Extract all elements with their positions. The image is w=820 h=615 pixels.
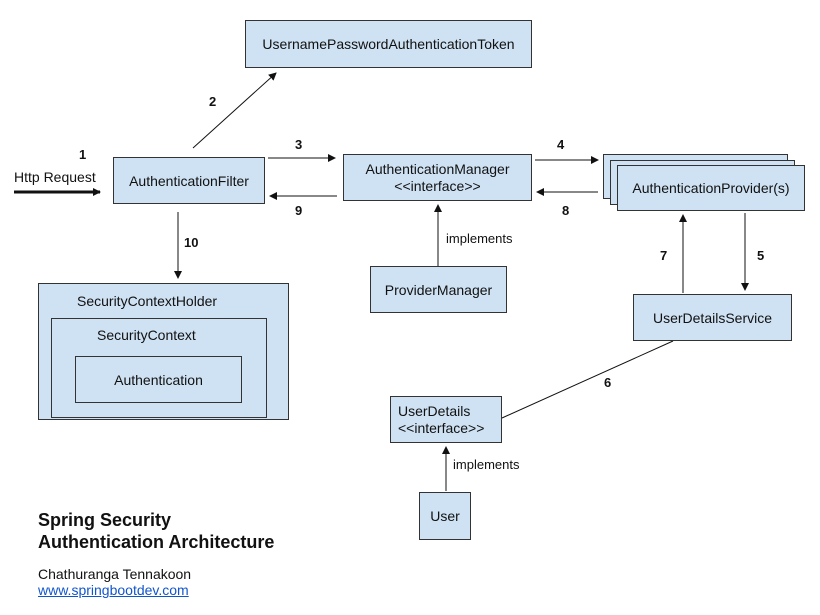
manager-stereotype: <<interface>>: [394, 177, 481, 194]
step-9: 9: [295, 203, 303, 218]
step-8: 8: [562, 203, 570, 218]
step-1: 1: [79, 147, 87, 162]
implements-label-user: implements: [453, 457, 520, 472]
step-10: 10: [184, 235, 199, 250]
authentication-label: Authentication: [114, 371, 203, 388]
title-line-2: Authentication Architecture: [38, 532, 275, 552]
diagram-title: Spring Security Authentication Architect…: [38, 509, 274, 553]
step-7: 7: [660, 248, 668, 263]
step-3: 3: [295, 137, 303, 152]
token-label: UsernamePasswordAuthenticationToken: [262, 36, 515, 52]
user-node: User: [419, 492, 471, 540]
implements-label-manager: implements: [446, 231, 513, 246]
provider-manager-label: ProviderManager: [384, 281, 493, 298]
provider-label: AuthenticationProvider(s): [632, 180, 790, 196]
author-name: Chathuranga Tennakoon: [38, 566, 192, 582]
filter-label: AuthenticationFilter: [129, 172, 249, 189]
user-details-label: UserDetails: [398, 403, 471, 419]
provider-manager-node: ProviderManager: [370, 266, 507, 313]
authentication-node: Authentication: [75, 356, 242, 403]
user-details-node: UserDetails <<interface>>: [390, 396, 502, 443]
user-details-service-node: UserDetailsService: [633, 294, 792, 341]
context-label: SecurityContext: [97, 327, 196, 343]
step-2: 2: [209, 94, 217, 109]
authentication-manager-node: AuthenticationManager <<interface>>: [343, 154, 532, 201]
authentication-provider-node: AuthenticationProvider(s): [617, 165, 805, 211]
user-details-stereotype: <<interface>>: [398, 420, 485, 436]
title-line-1: Spring Security: [38, 510, 172, 530]
manager-label: AuthenticationManager: [365, 160, 510, 177]
arrow-filter-to-token: [192, 72, 277, 149]
http-request-label: Http Request: [14, 169, 96, 185]
step-4: 4: [557, 137, 565, 152]
security-context-node: SecurityContext Authentication: [51, 318, 267, 418]
user-label: User: [430, 508, 460, 524]
context-holder-label: SecurityContextHolder: [77, 293, 218, 309]
link-uds-to-userdetails: [501, 340, 674, 419]
step-5: 5: [757, 248, 765, 263]
username-password-token-node: UsernamePasswordAuthenticationToken: [245, 20, 532, 68]
user-details-service-label: UserDetailsService: [652, 309, 773, 326]
security-context-holder-node: SecurityContextHolder SecurityContext Au…: [38, 283, 289, 420]
authentication-filter-node: AuthenticationFilter: [113, 157, 265, 204]
step-6: 6: [604, 375, 612, 390]
website-link[interactable]: www.springbootdev.com: [38, 582, 189, 598]
